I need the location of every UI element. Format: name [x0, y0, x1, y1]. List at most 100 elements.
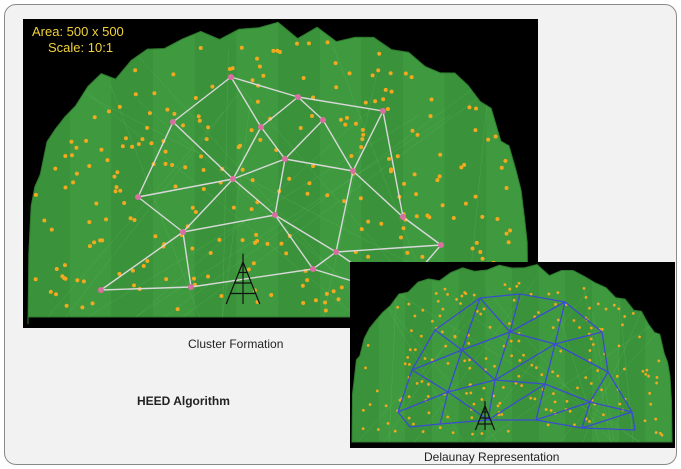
sensor-node — [133, 68, 138, 73]
sensor-node — [347, 71, 352, 76]
sensor-node — [482, 307, 486, 311]
sensor-node — [64, 303, 69, 308]
graph-edge — [434, 297, 481, 331]
sensor-node — [444, 344, 448, 348]
graph-edge — [335, 170, 354, 253]
graph-edge — [544, 383, 591, 403]
sensor-node — [655, 376, 659, 379]
sensor-node — [236, 145, 241, 150]
graph-edge — [312, 251, 337, 270]
sensor-node — [206, 125, 211, 130]
sensor-node — [440, 203, 445, 208]
sensor-node — [471, 432, 474, 436]
sensor-node — [358, 196, 363, 201]
sensor-node — [265, 241, 270, 246]
sensor-node — [112, 174, 117, 179]
sensor-node — [53, 292, 58, 297]
sensor-node — [588, 420, 591, 423]
graph-edge — [554, 331, 603, 345]
sensor-node — [92, 115, 97, 120]
graph-edge — [487, 379, 496, 421]
sensor-node — [517, 339, 521, 343]
sensor-node — [118, 188, 123, 193]
sensor-node — [480, 432, 484, 435]
graph-edge — [274, 214, 314, 270]
sensor-node — [460, 294, 464, 298]
sensor-node — [623, 367, 626, 371]
sensor-node — [441, 307, 445, 311]
graph-edge — [232, 178, 276, 216]
sensor-node — [123, 136, 128, 141]
sensor-node — [430, 358, 434, 362]
sensor-node — [201, 167, 206, 172]
cluster-head — [188, 284, 194, 290]
sensor-node — [406, 355, 410, 359]
sensor-node — [405, 250, 410, 255]
sensor-node — [517, 281, 521, 285]
sensor-node — [495, 217, 500, 222]
graph-edge — [434, 329, 463, 351]
sensor-node — [386, 156, 391, 161]
graph-edge — [230, 76, 299, 98]
graph-edge — [297, 96, 384, 112]
sensor-node — [386, 421, 390, 425]
sensor-node — [240, 167, 245, 172]
sensor-node — [429, 97, 434, 102]
sensor-node — [132, 218, 137, 223]
sensor-node — [130, 144, 135, 149]
sensor-node — [197, 118, 202, 123]
graph-edge — [535, 401, 591, 421]
sensor-node — [163, 149, 168, 154]
sensor-node — [342, 199, 347, 204]
graph-edge — [581, 401, 591, 429]
sensor-node — [42, 218, 47, 223]
cluster-head — [258, 124, 264, 130]
graph-edge — [172, 121, 234, 180]
sensor-node — [98, 238, 103, 243]
sensor-node — [349, 153, 354, 158]
graph-edge — [232, 126, 262, 180]
sensor-node — [87, 164, 92, 169]
sensor-node — [591, 343, 595, 346]
cluster-head — [282, 156, 288, 162]
graph-edge — [230, 76, 262, 128]
sensor-node — [499, 165, 504, 170]
sensor-node — [388, 169, 393, 174]
sensor-node — [621, 323, 624, 327]
sensor-node — [48, 289, 53, 294]
sensor-node — [324, 291, 329, 296]
sensor-node — [208, 251, 213, 256]
sensor-node — [410, 128, 415, 133]
delaunay-caption: Delaunay Representation — [424, 450, 560, 464]
sensor-node — [219, 293, 224, 298]
sensor-node — [301, 75, 306, 80]
sensor-nodes — [361, 281, 664, 437]
sensor-node — [366, 219, 371, 224]
sensor-node — [584, 376, 588, 380]
sensor-node — [556, 318, 560, 322]
sensor-node — [645, 368, 649, 372]
sensor-node — [217, 237, 222, 242]
graph-edge — [397, 369, 413, 413]
sensor-node — [368, 403, 372, 406]
sensor-node — [415, 132, 420, 137]
sensor-node — [435, 178, 440, 183]
sensor-node — [508, 228, 513, 233]
sensor-node — [504, 231, 509, 236]
cluster-head — [230, 176, 236, 182]
sensor-node — [49, 227, 54, 232]
sensor-node — [470, 246, 475, 251]
graph-edge — [409, 423, 441, 428]
algorithm-label: HEED Algorithm — [137, 394, 230, 408]
sensor-node — [231, 205, 236, 210]
sensor-node — [421, 430, 425, 434]
graph-edge — [581, 427, 636, 431]
sensor-node — [376, 68, 381, 73]
sensor-node — [412, 422, 415, 426]
sensor-node — [553, 400, 557, 404]
sensor-node — [537, 311, 540, 314]
sensor-node — [657, 359, 661, 363]
sensor-node — [468, 366, 472, 370]
sensor-node — [133, 92, 138, 97]
graph-edge — [352, 110, 384, 172]
